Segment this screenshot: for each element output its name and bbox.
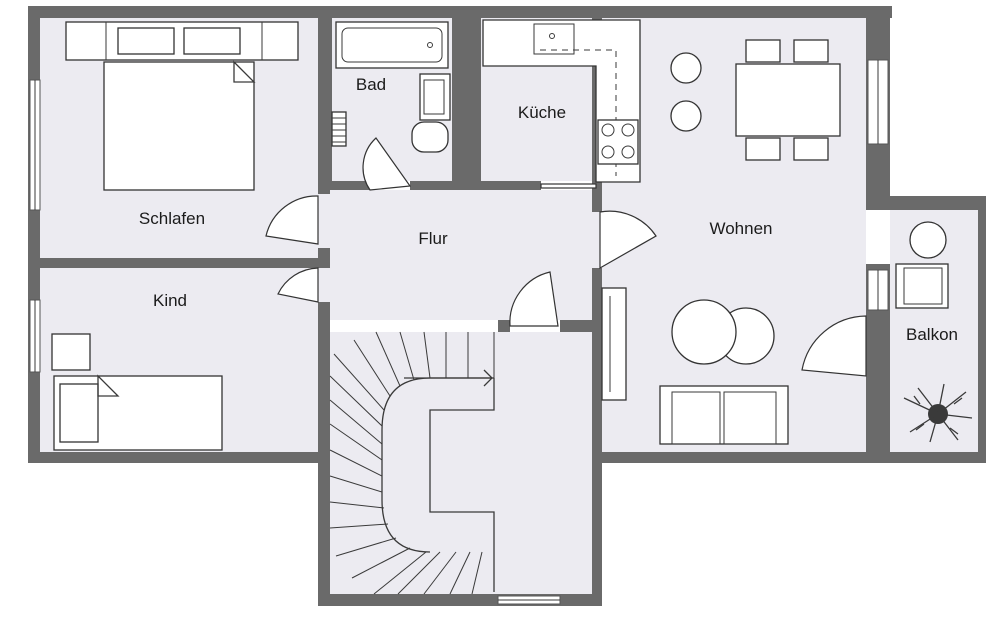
- balkon-furniture: [895, 221, 973, 443]
- stair-treads: [329, 331, 495, 595]
- stair-inner-outline: [429, 378, 495, 592]
- windows: [29, 59, 889, 605]
- staircase: [329, 331, 495, 595]
- stool-bottom: [670, 100, 702, 132]
- dining-table: [735, 63, 841, 137]
- bad-fixtures: [331, 21, 451, 153]
- label-schlafen: Schlafen: [139, 209, 205, 228]
- label-balkon: Balkon: [906, 325, 958, 344]
- wardrobe: [65, 21, 299, 61]
- bathtub: [335, 21, 449, 69]
- door-kueche: [540, 183, 597, 189]
- balkon-table: [909, 221, 947, 259]
- label-wohnen: Wohnen: [709, 219, 772, 238]
- pillow-right: [183, 27, 241, 55]
- desk: [51, 333, 91, 371]
- doors: [265, 137, 867, 377]
- schlafen-furniture: [65, 21, 299, 191]
- stair-arrow-icon: [404, 369, 493, 387]
- door-bad: [362, 137, 412, 191]
- door-wohnen: [599, 210, 657, 270]
- balkon-chair: [895, 263, 949, 309]
- sideboard: [601, 287, 627, 401]
- stove: [597, 119, 639, 165]
- label-bad: Bad: [356, 75, 386, 94]
- floor-flur: [318, 190, 600, 320]
- door-schlafen: [265, 195, 319, 245]
- door-kind: [277, 267, 319, 303]
- room-labels: Schlafen Kind Bad Küche Flur Wohnen Balk…: [139, 75, 958, 344]
- toilet: [411, 121, 449, 153]
- door-balkon: [801, 315, 867, 377]
- kitchen-sink: [533, 23, 575, 55]
- bed-double: [103, 61, 255, 191]
- radiator-icon: [331, 111, 347, 147]
- label-kueche: Küche: [518, 103, 566, 122]
- wohnen-furniture: [601, 39, 841, 445]
- coffee-table-left: [671, 299, 737, 365]
- plant-icon: [903, 383, 973, 443]
- stool-top: [670, 52, 702, 84]
- kueche-fixtures: [482, 19, 641, 183]
- floor-stair: [330, 332, 592, 594]
- label-kind: Kind: [153, 291, 187, 310]
- door-stair: [509, 271, 559, 327]
- pillow-left: [117, 27, 175, 55]
- pillow-single: [59, 383, 99, 443]
- sink: [419, 73, 451, 121]
- label-flur: Flur: [418, 229, 448, 248]
- kind-furniture: [51, 333, 223, 451]
